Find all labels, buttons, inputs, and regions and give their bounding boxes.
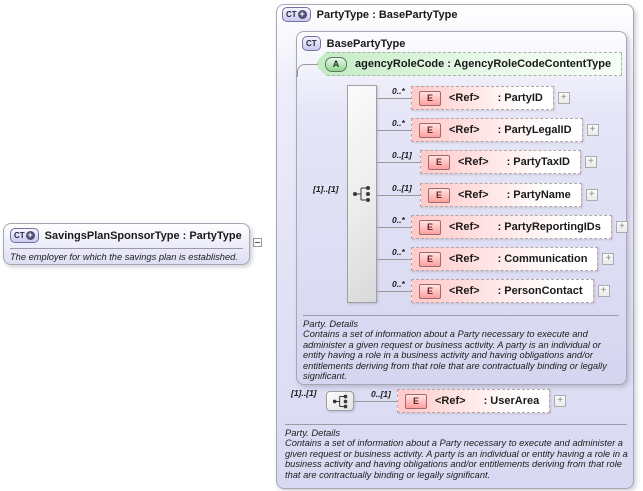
expand-button[interactable]: +: [585, 189, 598, 201]
cardinality-label: 0..*: [392, 86, 405, 96]
annotation-separator: [10, 248, 243, 249]
element-row-party-tax-id: 0..[1] E <Ref> : PartyTaxID +: [377, 150, 597, 174]
connector-line: [377, 226, 411, 228]
element-icon: E: [419, 90, 441, 106]
annotation-body: Contains a set of information about a Pa…: [303, 329, 607, 382]
element-type-label: : PartyName: [506, 189, 571, 201]
element-ref-label: <Ref>: [458, 156, 489, 168]
annotation-title: Party. Details: [303, 318, 359, 329]
collapse-toggle-icon[interactable]: [253, 238, 262, 247]
connector-line: [377, 161, 420, 163]
element-icon: E: [405, 393, 427, 409]
element-box-party-tax-id[interactable]: E <Ref> : PartyTaxID: [420, 150, 581, 174]
element-icon: E: [419, 251, 441, 267]
expand-button[interactable]: +: [615, 221, 628, 233]
cardinality-label: 0..*: [392, 247, 405, 257]
derived-plus-icon: +: [297, 9, 307, 19]
attribute-box-agency-role-code[interactable]: A agencyRoleCode : AgencyRoleCodeContent…: [317, 52, 622, 76]
connector-line: [377, 290, 411, 292]
base-party-type-title: BasePartyType: [326, 37, 406, 50]
element-icon: E: [419, 283, 441, 299]
cardinality-label: 0..*: [392, 215, 405, 225]
ct-badge-label: CT: [14, 231, 25, 240]
element-row-person-contact: 0..* E <Ref> : PersonContact +: [377, 279, 610, 303]
complex-type-icon: CT: [302, 36, 321, 51]
element-type-label: : PartyTaxID: [506, 156, 570, 168]
connector-line: [377, 129, 411, 131]
sequence-icon: [353, 186, 370, 202]
ct-badge-label: CT: [306, 39, 317, 48]
attribute-connector-elbow: [297, 64, 318, 77]
party-type-title: PartyType : BasePartyType: [316, 8, 458, 21]
attribute-label: agencyRoleCode : AgencyRoleCodeContentTy…: [355, 58, 612, 70]
element-box-user-area[interactable]: E <Ref> : UserArea: [397, 389, 551, 413]
expand-button[interactable]: +: [597, 285, 610, 297]
element-box-communication[interactable]: E <Ref> : Communication: [411, 247, 599, 271]
element-type-label: : UserArea: [483, 395, 540, 407]
element-ref-label: <Ref>: [435, 395, 466, 407]
element-ref-label: <Ref>: [449, 124, 480, 136]
element-ref-label: <Ref>: [458, 189, 489, 201]
element-type-label: : PartyID: [497, 92, 543, 104]
cardinality-label: 0..[1]: [392, 150, 412, 160]
element-type-label: : PartyLegalID: [497, 124, 572, 136]
element-box-party-legal-id[interactable]: E <Ref> : PartyLegalID: [411, 118, 583, 142]
sequence-compositor-box[interactable]: [326, 391, 354, 411]
element-ref-label: <Ref>: [449, 285, 480, 297]
element-row-user-area: 0..[1] E <Ref> : UserArea +: [354, 389, 567, 413]
connector-line: [377, 258, 411, 260]
complex-type-icon: CT+: [282, 7, 311, 22]
party-type-header: CT+ PartyType : BasePartyType: [282, 7, 458, 22]
sequence-icon: [332, 394, 347, 408]
element-row-party-id: 0..* E <Ref> : PartyID +: [377, 86, 570, 110]
ct-badge-label: CT: [286, 10, 297, 19]
element-row-communication: 0..* E <Ref> : Communication +: [377, 247, 615, 271]
element-type-label: : Communication: [497, 253, 588, 265]
cardinality-label: 0..[1]: [392, 183, 412, 193]
savings-plan-sponsor-header: CT+ SavingsPlanSponsorType : PartyType: [10, 228, 242, 243]
complex-type-box-savings-plan-sponsor[interactable]: CT+ SavingsPlanSponsorType : PartyType T…: [3, 223, 250, 265]
element-ref-label: <Ref>: [449, 92, 480, 104]
sequence-cardinality: [1]..[1]: [291, 388, 317, 398]
connector-line: [377, 97, 411, 99]
element-box-party-reporting-ids[interactable]: E <Ref> : PartyReportingIDs: [411, 215, 612, 239]
expand-button[interactable]: +: [602, 253, 615, 265]
connector-line: [354, 400, 397, 402]
expand-button[interactable]: +: [584, 156, 597, 168]
annotation-body: Contains a set of information about a Pa…: [285, 438, 628, 480]
savings-plan-sponsor-title: SavingsPlanSponsorType : PartyType: [44, 229, 242, 242]
cardinality-label: 0..*: [392, 279, 405, 289]
element-row-party-name: 0..[1] E <Ref> : PartyName +: [377, 183, 598, 207]
sequence-cardinality: [1]..[1]: [313, 184, 339, 194]
element-ref-label: <Ref>: [449, 253, 480, 265]
cardinality-label: 0..[1]: [371, 389, 391, 399]
element-box-party-id[interactable]: E <Ref> : PartyID: [411, 86, 554, 110]
base-party-type-header: CT BasePartyType: [302, 36, 405, 51]
expand-button[interactable]: +: [586, 124, 599, 136]
element-box-party-name[interactable]: E <Ref> : PartyName: [420, 183, 582, 207]
element-box-person-contact[interactable]: E <Ref> : PersonContact: [411, 279, 594, 303]
connector-line: [377, 194, 420, 196]
annotation-separator: [303, 315, 619, 316]
element-ref-label: <Ref>: [449, 221, 480, 233]
element-row-party-reporting-ids: 0..* E <Ref> : PartyReportingIDs +: [377, 215, 628, 239]
expand-button[interactable]: +: [554, 395, 567, 407]
annotation-title: Party. Details: [285, 427, 341, 438]
expand-button[interactable]: +: [557, 92, 570, 104]
derived-plus-icon: +: [25, 230, 35, 240]
element-icon: E: [428, 187, 450, 203]
element-type-label: : PersonContact: [497, 285, 583, 297]
annotation-separator: [285, 424, 627, 425]
savings-plan-sponsor-annotation: The employer for which the savings plan …: [10, 252, 238, 262]
sequence-compositor-bar[interactable]: [347, 85, 377, 303]
element-icon: E: [419, 219, 441, 235]
cardinality-label: 0..*: [392, 118, 405, 128]
element-type-label: : PartyReportingIDs: [497, 221, 601, 233]
element-icon: E: [419, 122, 441, 138]
attribute-icon: A: [325, 57, 347, 72]
element-row-party-legal-id: 0..* E <Ref> : PartyLegalID +: [377, 118, 599, 142]
element-icon: E: [428, 154, 450, 170]
complex-type-icon: CT+: [10, 228, 39, 243]
